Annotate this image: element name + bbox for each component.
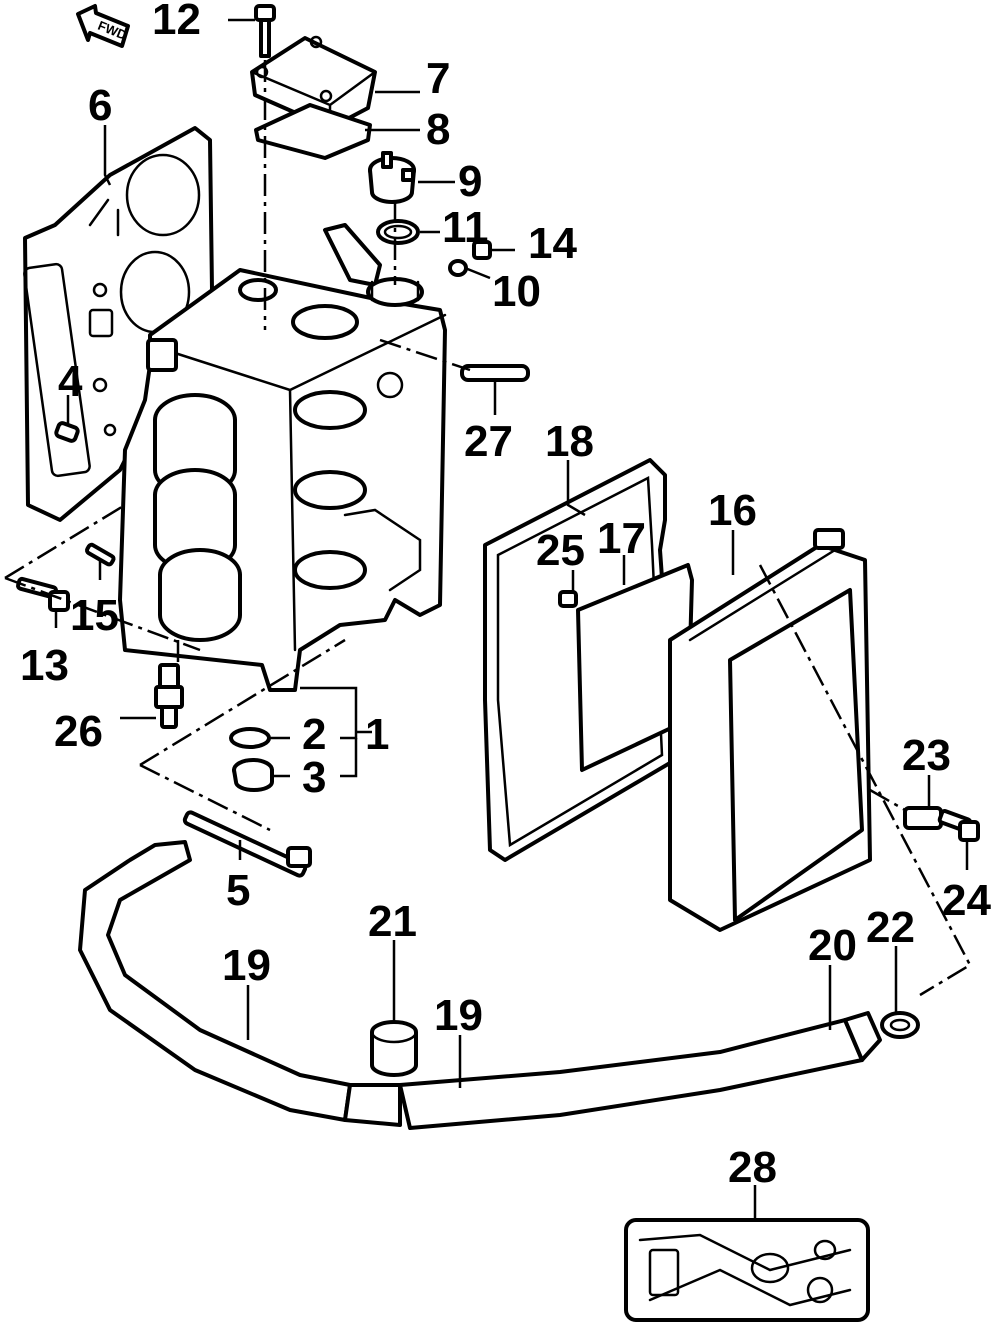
callout-5: 5 — [226, 866, 250, 915]
spark-plug-part — [154, 663, 184, 729]
callout-2: 2 — [302, 710, 326, 759]
callout-8: 8 — [426, 105, 450, 154]
hose-joint-part — [903, 806, 943, 830]
plug-cap-part — [232, 758, 274, 792]
cover-gasket-part — [254, 103, 372, 160]
fwd-arrow-icon: FWD — [76, 4, 130, 48]
gasket-pin-part — [54, 421, 80, 443]
callout-15: 15 — [70, 591, 119, 640]
gasket-kit-part — [624, 1218, 870, 1322]
callout-19-left: 19 — [222, 941, 271, 990]
callout-23: 23 — [902, 731, 951, 780]
callout-28: 28 — [728, 1143, 777, 1192]
thermostat-part — [368, 151, 416, 204]
callout-26: 26 — [54, 707, 103, 756]
callout-22: 22 — [866, 903, 915, 952]
water-hose-part — [78, 840, 882, 1130]
callout-12: 12 — [152, 0, 201, 44]
leader-lines — [54, 18, 969, 1220]
callout-9: 9 — [458, 157, 482, 206]
thermostat-cover-part — [250, 35, 377, 130]
cylinder-head-gasket-part — [23, 126, 214, 522]
callout-14: 14 — [528, 219, 577, 268]
hose-clamp-part — [880, 1011, 920, 1039]
callout-4: 4 — [58, 357, 83, 406]
locating-pin-part — [84, 542, 116, 567]
seal-ring-part — [229, 727, 271, 749]
washer-part — [448, 259, 468, 277]
assembly-lines — [4, 60, 972, 997]
callout-7: 7 — [426, 54, 450, 103]
callout-21: 21 — [368, 897, 417, 946]
callout-19-right: 19 — [434, 991, 483, 1040]
exhaust-cover-part — [668, 528, 872, 932]
callout-13: 13 — [20, 641, 69, 690]
callout-1: 1 — [365, 710, 389, 759]
joint-bolt-part — [937, 809, 980, 842]
hose-sleeve-part — [370, 1020, 418, 1077]
o-ring-part — [376, 219, 420, 245]
callout-17: 17 — [597, 514, 646, 563]
callout-24: 24 — [942, 876, 991, 925]
callout-16: 16 — [708, 486, 757, 535]
plate-screw-part — [558, 590, 578, 608]
callout-11: 11 — [442, 203, 489, 252]
callout-labels: 1 2 3 4 5 6 7 8 9 10 11 12 13 14 15 16 1… — [20, 0, 991, 1192]
callout-18: 18 — [545, 417, 594, 466]
thermostat-housing-part — [366, 277, 424, 307]
callout-25: 25 — [536, 526, 585, 575]
callout-6: 6 — [88, 81, 112, 130]
dowel-pin-part — [460, 364, 530, 382]
callout-20: 20 — [808, 921, 857, 970]
cover-bolt-part — [254, 4, 276, 58]
callout-3: 3 — [302, 753, 326, 802]
long-bolt-part — [182, 810, 312, 878]
callout-27: 27 — [464, 417, 513, 466]
cylinder-block-part — [118, 223, 447, 692]
head-bolt-small-part — [16, 576, 70, 612]
callout-10: 10 — [492, 267, 541, 316]
